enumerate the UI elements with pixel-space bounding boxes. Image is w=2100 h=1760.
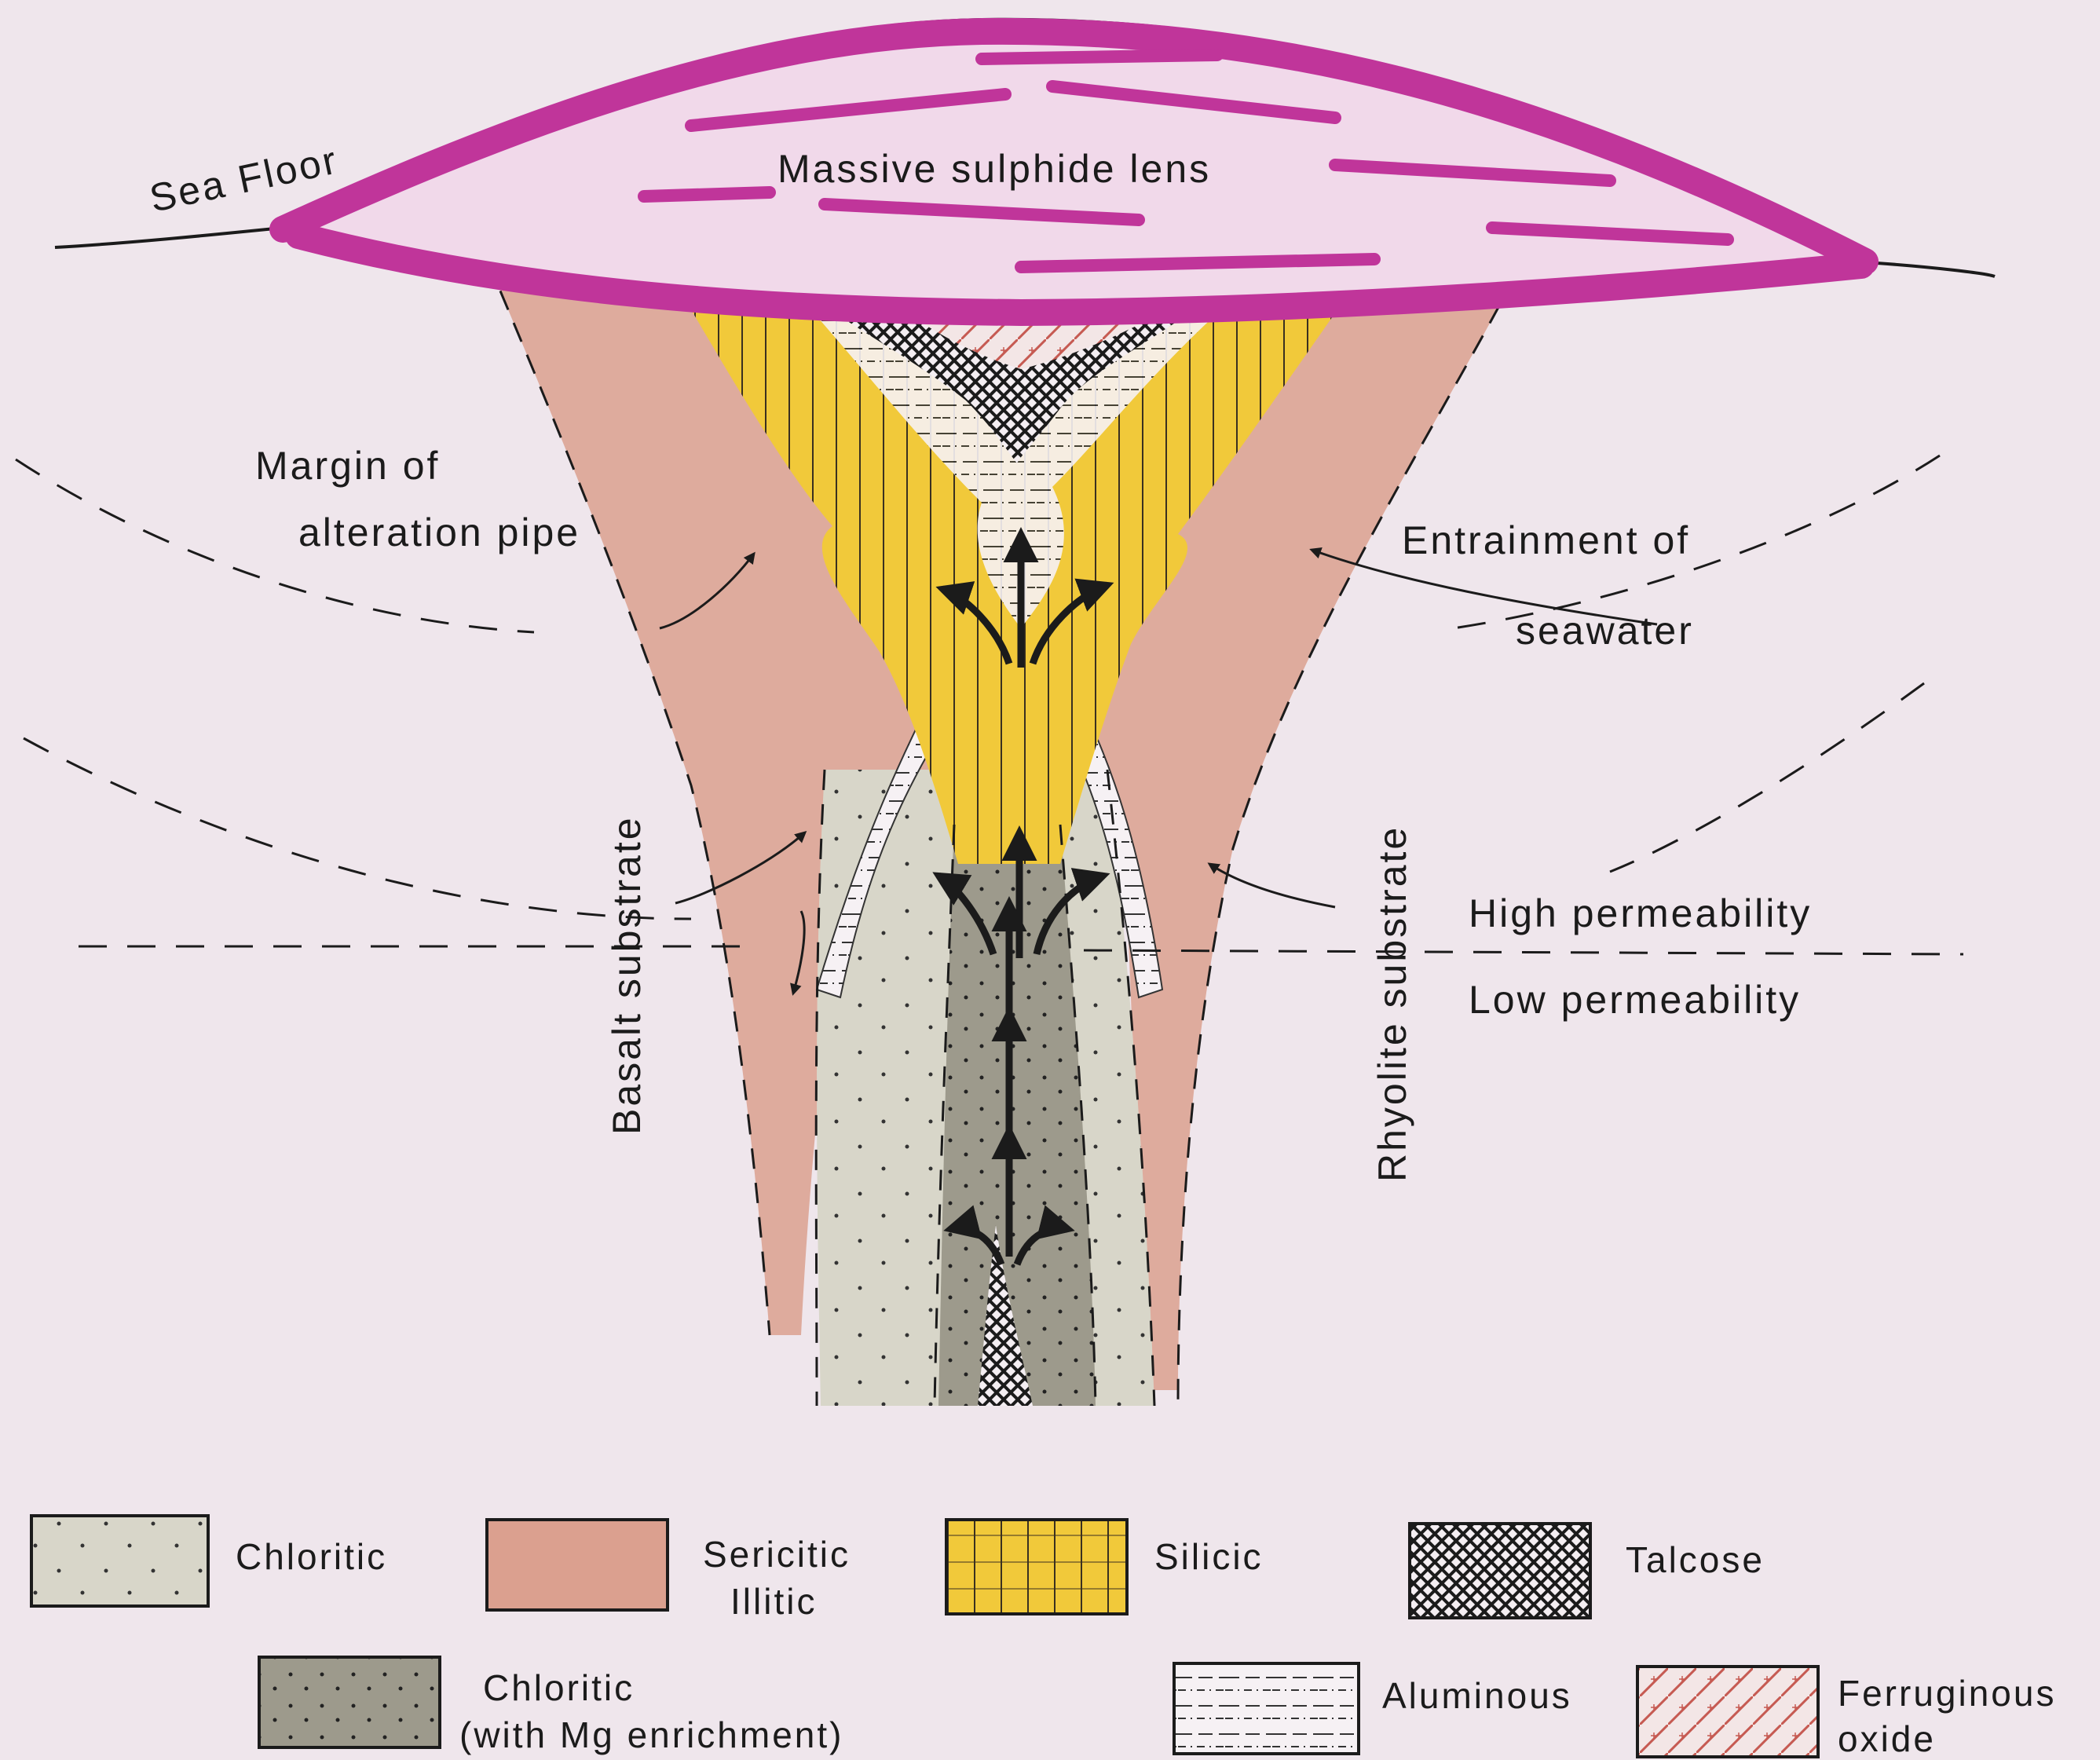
legend-swatch-silicic xyxy=(946,1520,1127,1614)
legend-swatch-talcose xyxy=(1410,1524,1590,1618)
legend-label-sericitic-1: Sericitic xyxy=(703,1534,851,1575)
legend-label-chloritic-mg-2: (with Mg enrichment) xyxy=(459,1714,843,1755)
legend-label-aluminous: Aluminous xyxy=(1382,1675,1572,1716)
legend-swatch-ferruginous xyxy=(1637,1667,1818,1757)
legend-label-sericitic-2: Illitic xyxy=(730,1581,817,1622)
legend-swatch-aluminous xyxy=(1174,1663,1359,1754)
label-low-permeability: Low permeability xyxy=(1469,978,1801,1022)
label-margin-2: alteration pipe xyxy=(298,510,580,554)
label-rhyolite-substrate: Rhyolite substrate xyxy=(1370,825,1414,1182)
legend-swatch-sericitic xyxy=(487,1520,668,1610)
label-margin-1: Margin of xyxy=(255,444,440,488)
legend-label-ferruginous-2: oxide xyxy=(1838,1718,1936,1759)
legend: Chloritic Sericitic Illitic Silicic Talc… xyxy=(31,1516,2056,1759)
legend-label-ferruginous-1: Ferruginous xyxy=(1838,1673,2056,1714)
label-massive-sulphide: Massive sulphide lens xyxy=(777,147,1211,191)
label-entrainment-1: Entrainment of xyxy=(1402,518,1690,562)
legend-swatch-chloritic-mg xyxy=(259,1657,440,1747)
legend-label-silicic: Silicic xyxy=(1154,1536,1264,1577)
label-high-permeability: High permeability xyxy=(1469,891,1812,935)
label-basalt-substrate: Basalt substrate xyxy=(605,815,649,1135)
legend-swatch-chloritic xyxy=(31,1516,208,1606)
legend-label-talcose: Talcose xyxy=(1626,1539,1765,1580)
label-entrainment-2: seawater xyxy=(1516,609,1694,653)
legend-label-chloritic-mg-1: Chloritic xyxy=(483,1667,635,1708)
legend-label-chloritic: Chloritic xyxy=(236,1536,387,1577)
